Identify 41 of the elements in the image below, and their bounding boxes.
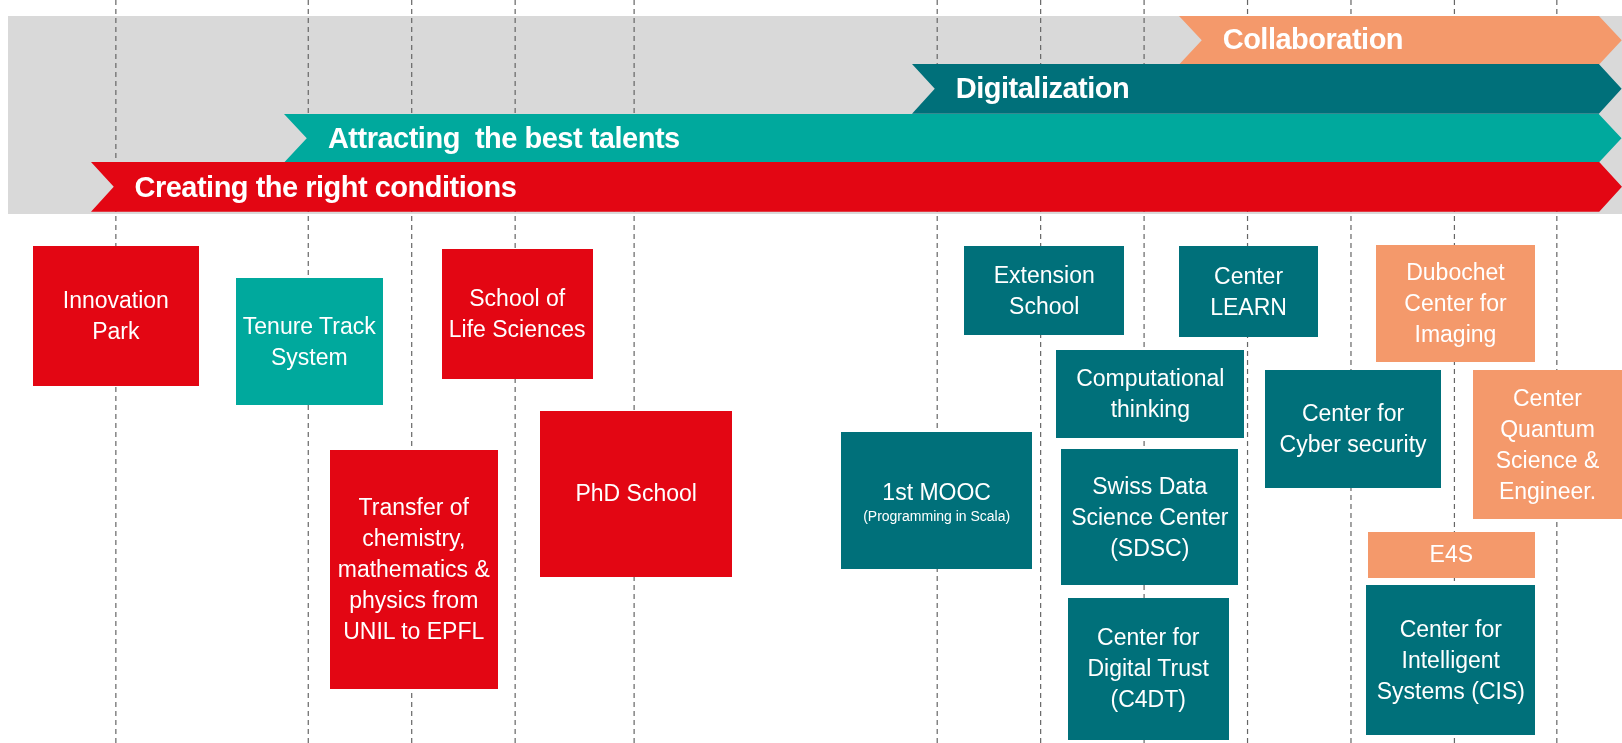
milestone-box <box>1375 245 1536 363</box>
arrow-band <box>284 113 1622 163</box>
milestone-box <box>441 249 593 379</box>
milestone-label: Transfer of chemistry, mathematics & physics from UNIL to EPFL <box>336 492 491 646</box>
milestone-label: Center for Intelligent Systems (CIS) <box>1375 614 1526 706</box>
milestone-box <box>1265 370 1441 489</box>
milestone-label: School of Life Sciences <box>447 283 587 344</box>
milestone-box <box>841 432 1033 569</box>
milestone-label: Center Quantum Science & Engineer. <box>1494 383 1601 506</box>
band-label: Creating the right conditions <box>134 169 517 205</box>
milestone-label: Computational thinking <box>1075 363 1226 424</box>
milestone-box <box>235 278 383 406</box>
milestone-box <box>1067 597 1229 740</box>
milestone-label: Tenure Track System <box>241 311 377 372</box>
milestone-label: Swiss Data Science Center (SDSC) <box>1070 471 1230 563</box>
milestone-box <box>1366 585 1536 736</box>
milestone-box <box>539 410 733 578</box>
milestone-label: Center for Cyber security <box>1278 399 1428 460</box>
milestone-label: 1st MOOC <box>882 477 991 507</box>
milestone-box <box>1367 531 1536 579</box>
band-label: Digitalization <box>955 71 1130 107</box>
milestone-label: Center for Digital Trust (C4DT) <box>1086 623 1210 715</box>
band-label: Attracting the best talents <box>327 120 680 156</box>
milestone-box <box>1473 370 1622 520</box>
milestone-box <box>1179 246 1318 338</box>
arrow-band <box>912 64 1622 114</box>
milestone-box <box>33 246 199 386</box>
milestone-label: E4S <box>1429 540 1474 570</box>
milestone-box <box>1061 448 1239 586</box>
arrow-band <box>91 162 1622 213</box>
milestone-label: PhD School <box>575 479 697 509</box>
band-label: Collaboration <box>1222 22 1404 58</box>
milestone-box <box>330 449 498 689</box>
milestone-label: Center LEARN <box>1209 261 1288 322</box>
milestone-label: Dubochet Center for Imaging <box>1403 258 1508 350</box>
milestone-label: Innovation Park <box>61 286 170 346</box>
milestone-box <box>1056 349 1245 438</box>
milestone-box <box>964 246 1125 336</box>
milestone-note: (Programming in Scala) <box>863 507 1011 525</box>
milestone-label: Extension School <box>992 260 1096 321</box>
arrow-band <box>1179 15 1622 65</box>
